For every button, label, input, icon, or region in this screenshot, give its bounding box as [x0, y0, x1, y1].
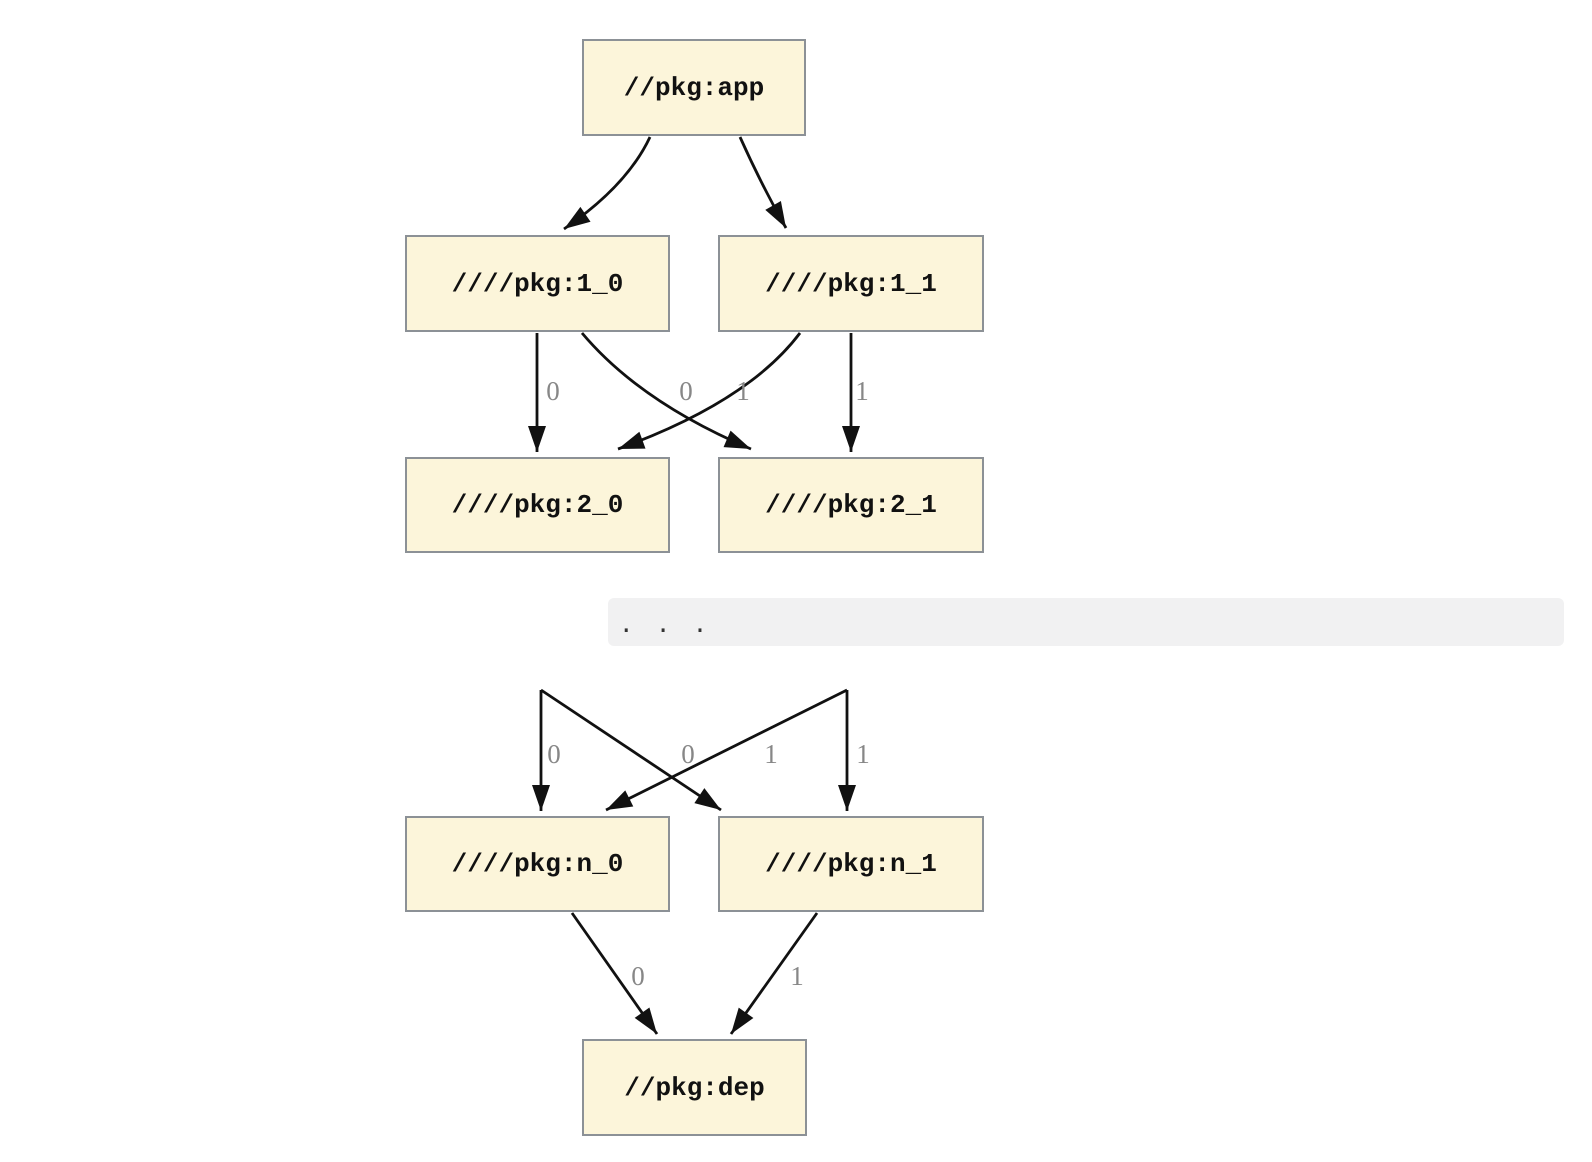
node-pkg-1_0: ////pkg:1_0	[405, 235, 670, 332]
node-pkg-1_1: ////pkg:1_1	[718, 235, 984, 332]
edge-label-1_0-2_1: 1	[736, 376, 750, 406]
node-pkg-2_0: ////pkg:2_0	[405, 457, 670, 553]
ellipsis-text: . . .	[619, 610, 712, 638]
node-pkg-app-label: //pkg:app	[623, 72, 765, 103]
node-pkg-1_1-label: ////pkg:1_1	[765, 268, 937, 299]
edge-label-1_1-2_0: 0	[679, 376, 693, 406]
node-pkg-n_0-label: ////pkg:n_0	[451, 849, 624, 879]
node-pkg-n_1-label: ////pkg:n_1	[765, 849, 937, 879]
edge-label-n_0-dep: 0	[631, 961, 645, 991]
edge-label-1_0-2_0: 0	[546, 376, 560, 406]
edge-label-hidden-n_1-left: 1	[764, 739, 778, 769]
edge-1_0-to-2_1	[580, 332, 752, 451]
edge-1_1-to-2_0	[617, 332, 802, 451]
edge-hidden-right-to-n_0	[605, 688, 848, 812]
edge-label-hidden-n_0-right: 0	[681, 739, 695, 769]
node-pkg-1_0-label: ////pkg:1_0	[451, 268, 624, 299]
edge-label-hidden-n_1-right: 1	[856, 739, 870, 769]
node-pkg-n_0: ////pkg:n_0	[405, 816, 670, 912]
edge-hidden-left-to-n_1	[540, 688, 722, 812]
node-pkg-dep-label: //pkg:dep	[624, 1072, 765, 1103]
edge-label-hidden-n_0-left: 0	[547, 739, 561, 769]
node-pkg-dep: //pkg:dep	[582, 1039, 807, 1136]
node-pkg-2_1: ////pkg:2_1	[718, 457, 984, 553]
edge-n_0-to-dep	[570, 912, 659, 1035]
node-pkg-2_0-label: ////pkg:2_0	[451, 490, 624, 520]
edge-app-to-1_1	[738, 136, 788, 229]
edge-label-1_1-2_1: 1	[855, 376, 869, 406]
ellipsis-separator: . . .	[608, 598, 1564, 646]
node-pkg-2_1-label: ////pkg:2_1	[765, 490, 937, 520]
edge-app-to-1_0	[563, 136, 652, 231]
node-pkg-n_1: ////pkg:n_1	[718, 816, 984, 912]
edge-label-n_1-dep: 1	[790, 961, 804, 991]
node-pkg-app: //pkg:app	[582, 39, 806, 136]
edge-n_1-to-dep	[729, 912, 819, 1035]
